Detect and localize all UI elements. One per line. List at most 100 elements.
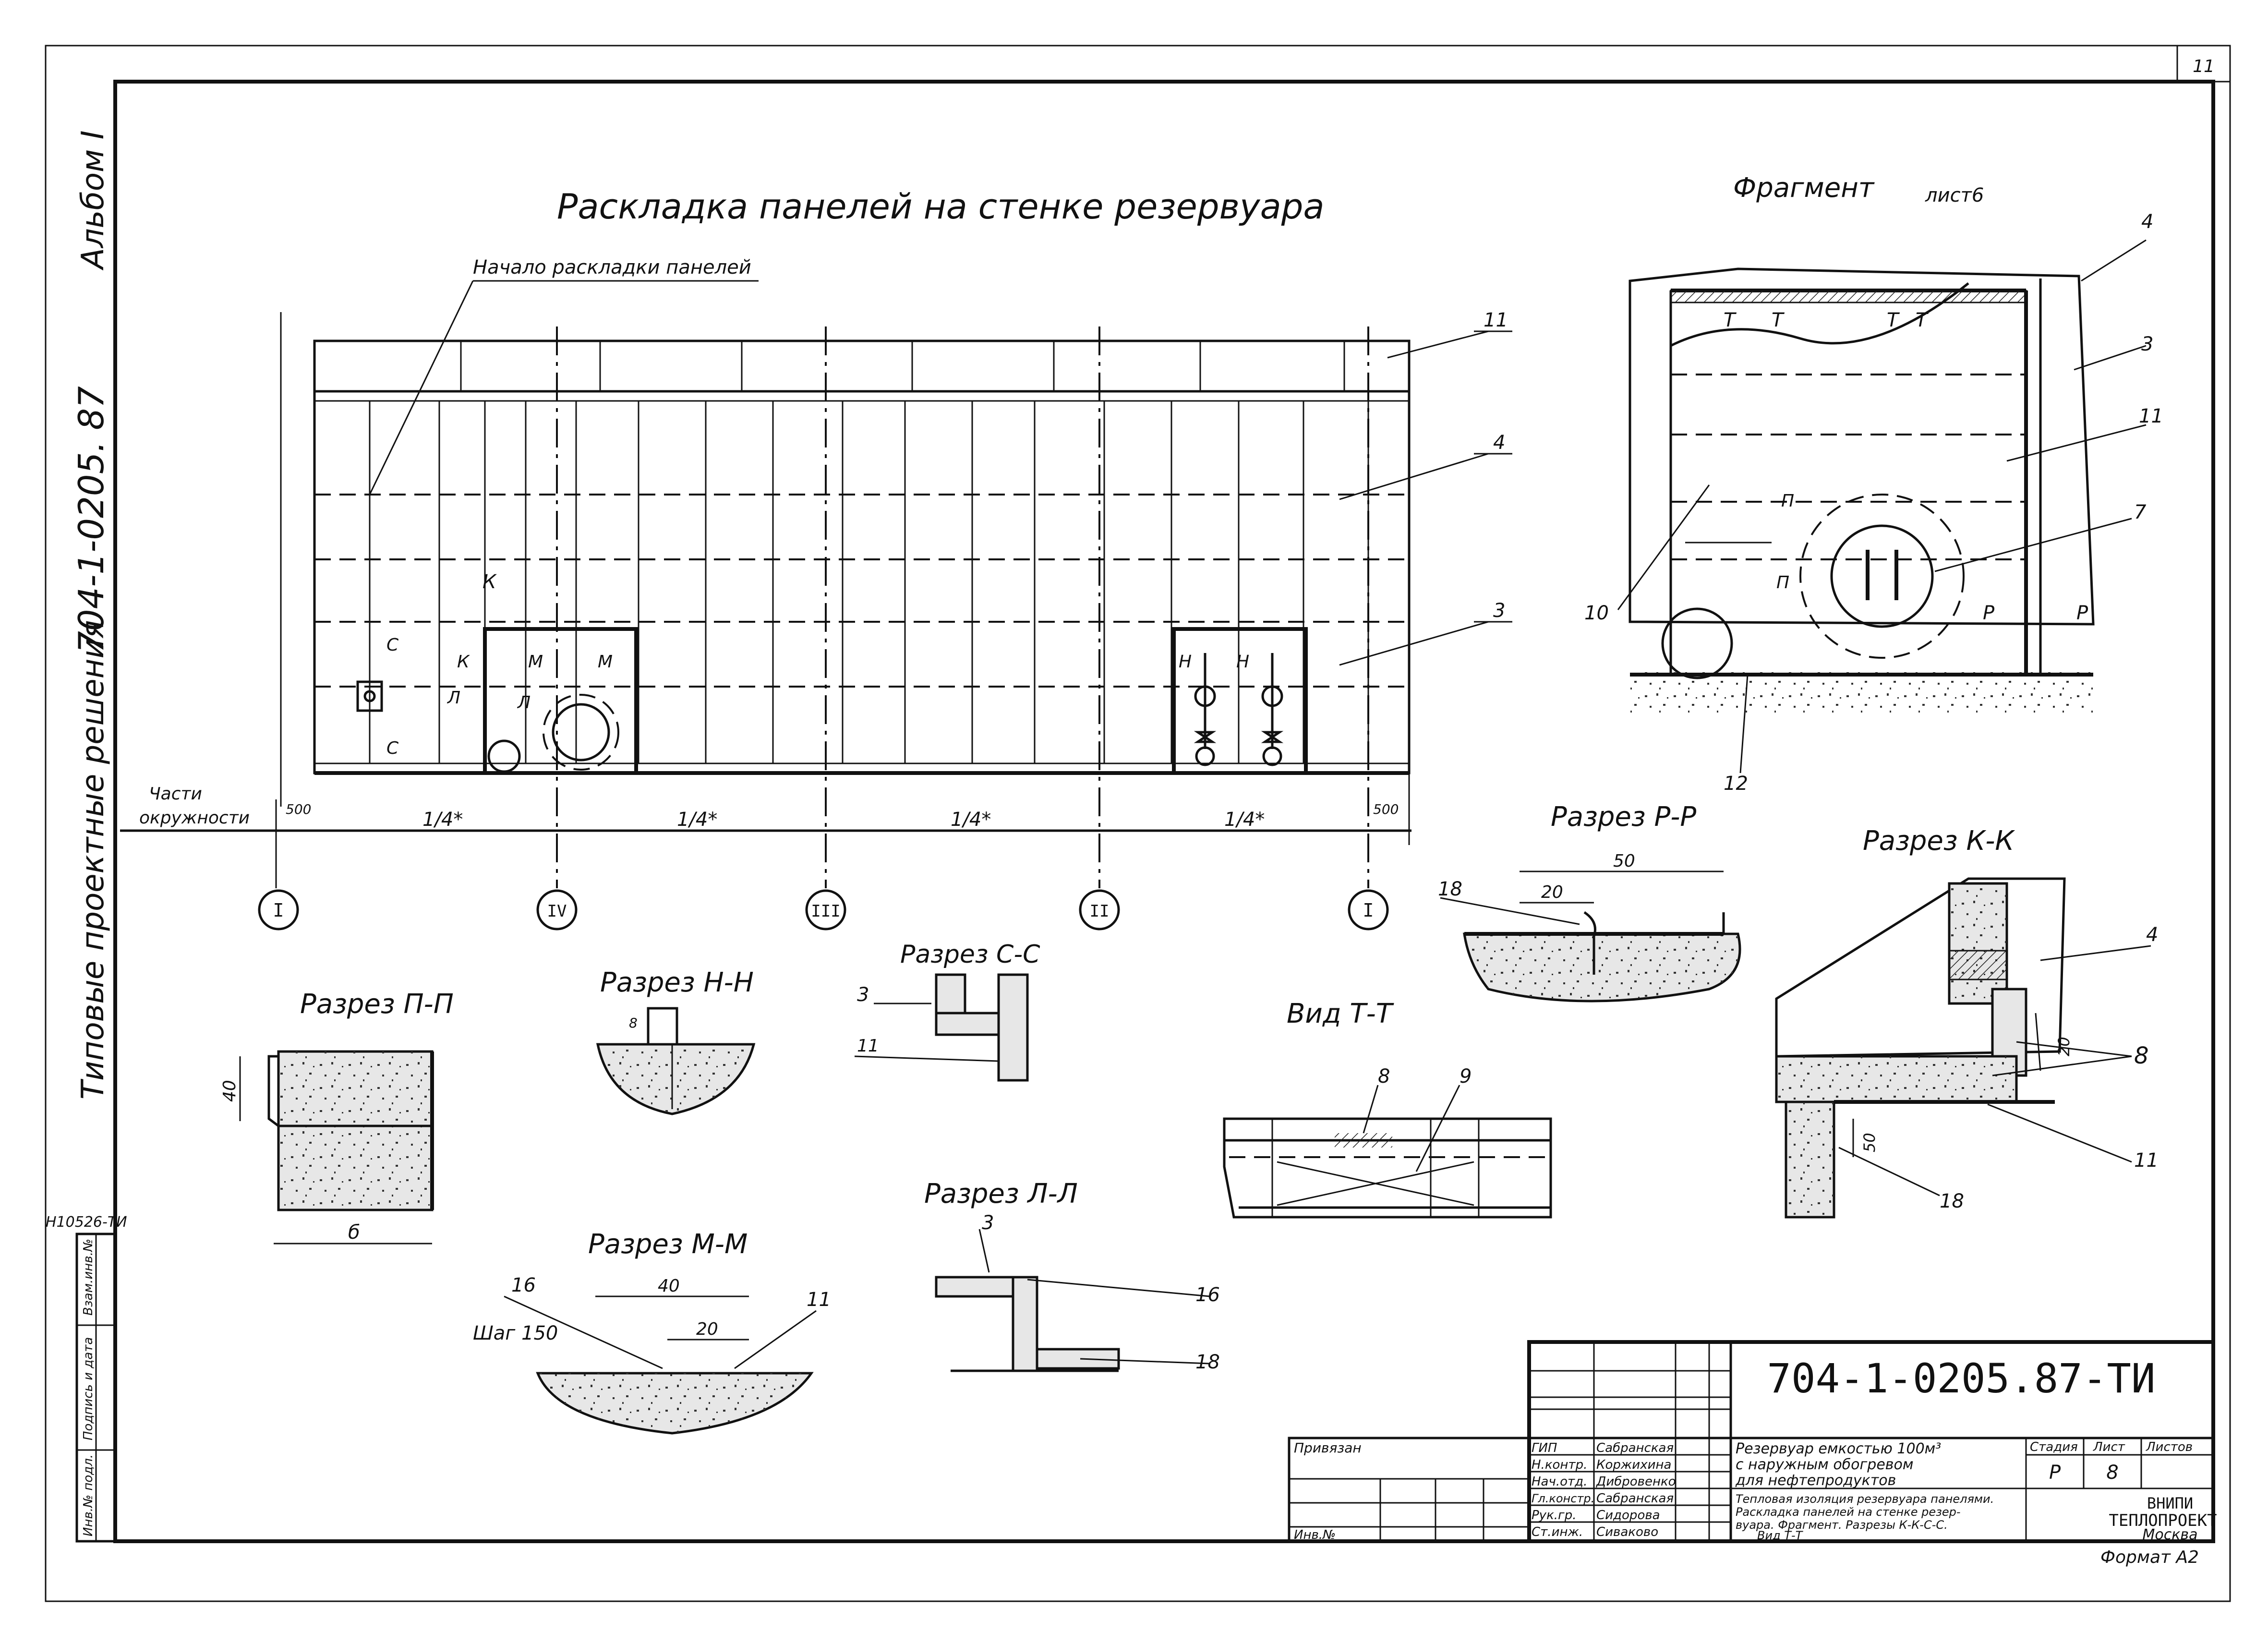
project-code: 704-1-0205. 87 <box>71 386 111 653</box>
frag-callout-4: 4 <box>2141 211 2153 233</box>
stamp-field-2: Подпись и дата <box>81 1337 96 1440</box>
axis-mark-1: I <box>273 900 284 921</box>
frag-callout-3: 3 <box>2141 333 2153 355</box>
album-label: Альбом I <box>75 130 111 271</box>
inner-frame <box>113 80 2215 1543</box>
section-mm-title: Разрез М-М <box>588 1229 748 1260</box>
org-3: Москва <box>2143 1526 2198 1543</box>
axis-mark-3: III <box>811 902 840 921</box>
mark-m1: М <box>528 652 543 672</box>
stamp-field-3: Инв.№ подл. <box>81 1454 96 1536</box>
section-rr-dim-50: 50 <box>1613 851 1635 871</box>
mark-l2: Л <box>517 693 531 713</box>
frag-mark-p1: П <box>1781 491 1794 511</box>
name-6: Сиваково <box>1596 1525 1658 1539</box>
frag-callout-11: 11 <box>2139 405 2163 427</box>
section-nn-title: Разрез Н-Н <box>600 967 754 998</box>
callout-11: 11 <box>1484 309 1508 331</box>
frag-callout-7: 7 <box>2134 501 2147 523</box>
section-rr-dim-20: 20 <box>1541 882 1563 902</box>
frag-mark-t4: Т <box>1916 309 1929 331</box>
wall-panels <box>313 339 1411 774</box>
inv-label: Инв.№ <box>1294 1528 1336 1542</box>
span-label-3: 1/4* <box>951 809 991 831</box>
axis-mark-2: IV <box>547 902 567 921</box>
mark-l1: Л <box>446 688 460 708</box>
inv-code: Н10526-ТИ <box>46 1214 127 1231</box>
section-rr-title: Разрез Р-Р <box>1551 801 1696 833</box>
outer-border <box>45 45 2231 1602</box>
section-kk-callout-11: 11 <box>2134 1149 2159 1172</box>
section-ll-title: Разрез Л-Л <box>924 1178 1078 1209</box>
section-ll: Разрез Л-Л 3 16 18 <box>924 1178 1220 1373</box>
name-4: Сабранская <box>1596 1491 1674 1506</box>
section-ll-callout-3: 3 <box>982 1212 994 1234</box>
object-name-3: для нефтепродуктов <box>1735 1472 1896 1489</box>
axis-mark-5: I <box>1363 900 1374 921</box>
view-tt-title: Вид Т-Т <box>1287 998 1394 1029</box>
section-mm-dim-40: 40 <box>658 1276 680 1296</box>
circumference-label-1: Части <box>149 784 202 804</box>
role-6: Ст.инж. <box>1532 1525 1583 1539</box>
section-cc-title: Разрез С-С <box>900 940 1040 969</box>
fragment-view: Фрагмент лист6 Т Т Т Т П П Р Р 4 3 11 <box>1584 172 2163 795</box>
sheet-name-1: Тепловая изоляция резервуара панелями. <box>1736 1492 1994 1506</box>
edge-dim-left: 500 <box>286 801 311 817</box>
frag-mark-t3: Т <box>1887 309 1900 331</box>
section-rr: Разрез Р-Р 50 20 18 <box>1438 801 1741 1003</box>
section-kk-callout-8: 8 <box>2134 1042 2149 1069</box>
bound-label: Привязан <box>1294 1440 1362 1456</box>
opening-right <box>1172 627 1308 775</box>
name-2: Коржихина <box>1596 1458 1671 1472</box>
span-label-1: 1/4* <box>422 809 463 831</box>
sheets-label: Листов <box>2146 1440 2193 1454</box>
name-5: Сидорова <box>1596 1508 1660 1523</box>
role-4: Гл.констр. <box>1532 1492 1594 1505</box>
section-kk-callout-4: 4 <box>2146 924 2158 946</box>
fragment-outline <box>1629 267 2095 626</box>
view-tt-callout-9: 9 <box>1460 1065 1472 1088</box>
mark-c2: С <box>386 738 399 758</box>
section-kk: Разрез К-К 20 50 4 8 11 18 <box>1775 825 2159 1219</box>
mark-n1: Н <box>1179 652 1192 672</box>
axis-mark-4: II <box>1090 902 1110 921</box>
opening-left <box>483 627 638 775</box>
fragment-sheet-ref: лист6 <box>1925 184 1984 206</box>
view-tt: Вид Т-Т 8 9 <box>1223 998 1552 1219</box>
org-2: ТЕПЛОПРОЕКТ <box>2109 1511 2217 1530</box>
mark-k1: К <box>483 571 497 593</box>
edge-dim-right: 500 <box>1373 801 1399 817</box>
format-label: Формат А2 <box>2100 1547 2199 1567</box>
fragment-title: Фрагмент <box>1733 172 1875 204</box>
section-cc-callout-3: 3 <box>857 984 869 1006</box>
name-1: Сабранская <box>1596 1441 1674 1455</box>
frag-mark-t1: Т <box>1724 309 1737 331</box>
span-label-2: 1/4* <box>677 809 717 831</box>
role-5: Рук.гр. <box>1532 1508 1576 1523</box>
series-label: Типовые проектные решения <box>75 620 111 1100</box>
section-cc-callout-11: 11 <box>857 1036 879 1056</box>
object-name-2: с наружным обогревом <box>1736 1456 1913 1473</box>
main-view: Раскладка панелей на стенке резервуара Н… <box>120 186 1512 931</box>
section-mm-step: Шаг 150 <box>473 1322 558 1344</box>
role-1: ГИП <box>1532 1441 1557 1455</box>
left-stamp: Н10526-ТИ Взам.инв.№ Подпись и дата Инв.… <box>46 1214 127 1543</box>
frag-callout-10: 10 <box>1584 602 1609 624</box>
view-tt-callout-8: 8 <box>1378 1065 1390 1088</box>
section-rr-callout-18: 18 <box>1438 878 1462 900</box>
section-cc: Разрез С-С 3 11 <box>854 940 1040 1082</box>
frag-mark-p2: П <box>1776 573 1789 592</box>
section-mm-dim-20: 20 <box>696 1319 718 1339</box>
section-pp-dim-40: 40 <box>220 1080 240 1102</box>
name-3: Дибровенко <box>1596 1475 1676 1489</box>
section-mm-callout-11: 11 <box>807 1289 831 1311</box>
sheet-value: 8 <box>2106 1462 2118 1484</box>
sheet-number: 11 <box>2193 57 2215 76</box>
frag-mark-r1: Р <box>1983 602 1995 624</box>
sheet-name-2: Раскладка панелей на стенке резер- <box>1736 1505 1961 1519</box>
mark-n2: Н <box>1236 652 1249 672</box>
span-label-4: 1/4* <box>1224 809 1265 831</box>
main-title: Раскладка панелей на стенке резервуара <box>557 186 1325 227</box>
section-pp-dim-b: б <box>348 1221 360 1244</box>
